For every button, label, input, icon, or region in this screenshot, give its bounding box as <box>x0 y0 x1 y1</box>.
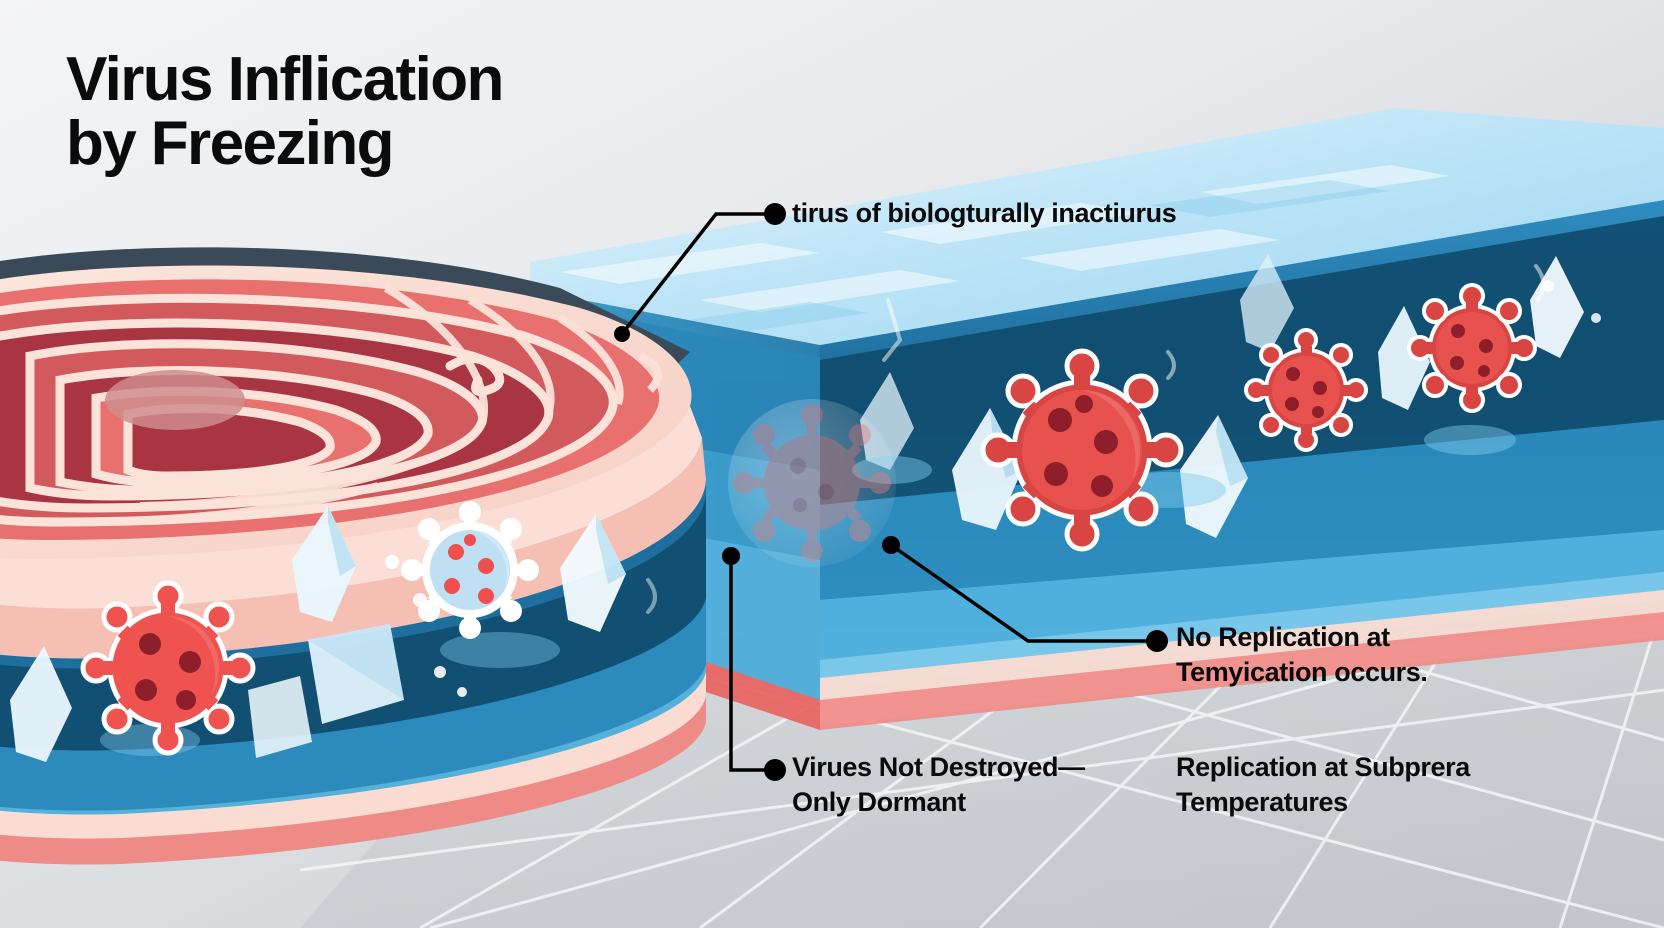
leader-dot-no-replication <box>1146 630 1168 652</box>
leader-dot-not-destroyed <box>764 759 786 781</box>
annotation-top-inactive: tirus of biologturally inactiurus <box>792 198 1177 228</box>
leader-line-no-replication <box>889 543 1150 643</box>
leader-dot-top <box>764 203 786 225</box>
annotation-no-replication: No Replication at Temyication occurs. <box>1176 622 1428 688</box>
page-title: Virus Inflication by Freezing <box>66 45 504 178</box>
leader-dot-not-destroyed-anchor <box>722 547 740 565</box>
leader-dot-top-anchor <box>614 326 630 342</box>
leader-line-not-destroyed <box>729 556 768 772</box>
leader-dot-no-replication-anchor <box>882 536 900 554</box>
annotation-not-destroyed: Virues Not Destroyed— Only Dormant <box>792 752 1085 818</box>
leader-line-top <box>620 212 768 336</box>
annotation-subzero-replication: Replication at Subprera Temperatures <box>1176 752 1470 818</box>
